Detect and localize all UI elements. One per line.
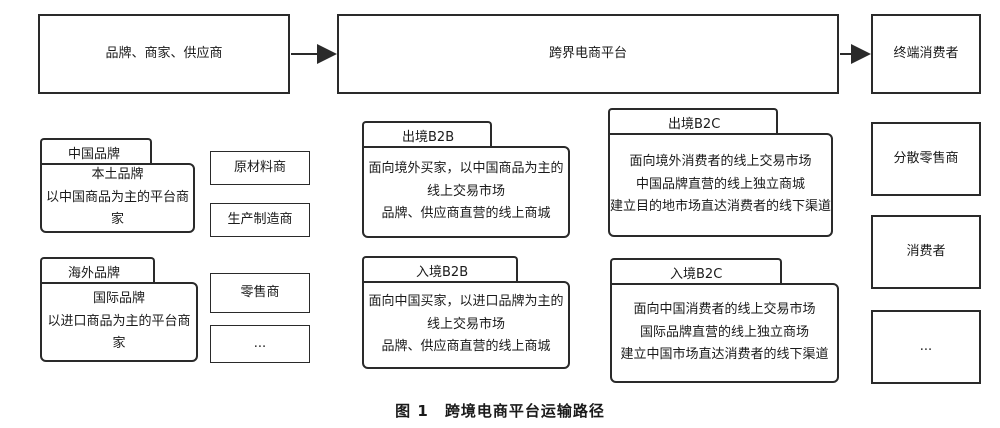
manufacturer-box: 生产制造商	[210, 203, 310, 237]
export-b2c-line2: 中国品牌直营的线上独立商城	[635, 176, 805, 192]
brands-merchants-suppliers-box: 品牌、商家、供应商	[38, 14, 290, 94]
raw-material-supplier-box: 原材料商	[210, 151, 310, 185]
overseas-brand-tab-label: 海外品牌	[68, 265, 121, 281]
export-b2c-tab-label: 出境B2C	[668, 116, 721, 132]
scattered-retailer-label: 分散零售商	[893, 151, 959, 167]
overseas-brand-folder: 国际品牌 以进口商品为主的平台商家	[40, 282, 198, 362]
manufacturer-label: 生产制造商	[227, 212, 293, 228]
china-brand-line2: 以中国商品为主的平台商家	[45, 189, 189, 228]
import-b2c-folder: 面向中国消费者的线上交易市场 国际品牌直营的线上独立商场 建立中国市场直达消费者…	[610, 283, 839, 383]
supplier-more-box: ...	[210, 325, 310, 363]
china-brand-folder: 本土品牌 以中国商品为主的平台商家	[40, 163, 195, 233]
import-b2c-line1: 面向中国消费者的线上交易市场	[633, 301, 816, 317]
import-b2b-line3: 品牌、供应商直营的线上商城	[381, 339, 551, 355]
export-b2c-line1: 面向境外消费者的线上交易市场	[629, 153, 812, 169]
import-b2b-tab-label: 入境B2B	[416, 264, 469, 280]
raw-material-supplier-label: 原材料商	[233, 160, 286, 176]
overseas-brand-line2: 以进口商品为主的平台商家	[47, 313, 191, 352]
figure-caption: 图 1 跨境电商平台运输路径	[395, 402, 605, 420]
brands-merchants-suppliers-label: 品牌、商家、供应商	[105, 46, 223, 62]
consumer-more-box: ...	[871, 310, 981, 384]
import-b2c-tab-label: 入境B2C	[670, 266, 723, 282]
scattered-retailer-box: 分散零售商	[871, 122, 981, 196]
import-b2b-tab: 入境B2B	[362, 256, 518, 282]
consumer-label: 消费者	[906, 244, 946, 260]
overseas-brand-line1: 国际品牌	[92, 290, 145, 306]
import-b2b-folder: 面向中国买家，以进口品牌为主的 线上交易市场 品牌、供应商直营的线上商城	[362, 281, 570, 369]
export-b2c-tab: 出境B2C	[608, 108, 778, 134]
supplier-more-label: ...	[253, 336, 267, 352]
export-b2b-tab-label: 出境B2B	[402, 129, 455, 145]
end-consumer-label: 终端消费者	[893, 46, 959, 62]
china-brand-tab: 中国品牌	[40, 138, 152, 164]
export-b2b-line1: 面向境外买家，以中国商品为主的	[368, 160, 564, 176]
import-b2b-line2: 线上交易市场	[426, 316, 505, 332]
retailer-box: 零售商	[210, 273, 310, 313]
import-b2c-tab: 入境B2C	[610, 258, 782, 284]
import-b2c-line3: 建立中国市场直达消费者的线下渠道	[620, 347, 829, 363]
retailer-label: 零售商	[240, 285, 280, 301]
cross-border-platform-box: 跨界电商平台	[337, 14, 839, 94]
import-b2b-line1: 面向中国买家，以进口品牌为主的	[368, 293, 564, 309]
export-b2b-tab: 出境B2B	[362, 121, 492, 147]
consumer-more-label: ...	[919, 339, 933, 355]
consumer-box: 消费者	[871, 215, 981, 289]
overseas-brand-tab: 海外品牌	[40, 257, 155, 283]
china-brand-line1: 本土品牌	[91, 166, 144, 182]
export-b2b-line3: 品牌、供应商直营的线上商城	[381, 206, 551, 222]
export-b2b-folder: 面向境外买家，以中国商品为主的 线上交易市场 品牌、供应商直营的线上商城	[362, 146, 570, 238]
china-brand-tab-label: 中国品牌	[68, 146, 121, 162]
export-b2c-line3: 建立目的地市场直达消费者的线下渠道	[610, 199, 832, 215]
export-b2c-folder: 面向境外消费者的线上交易市场 中国品牌直营的线上独立商城 建立目的地市场直达消费…	[608, 133, 833, 237]
export-b2b-line2: 线上交易市场	[426, 183, 505, 199]
end-consumer-box: 终端消费者	[871, 14, 981, 94]
import-b2c-line2: 国际品牌直营的线上独立商场	[639, 324, 809, 340]
cross-border-platform-label: 跨界电商平台	[548, 46, 627, 62]
